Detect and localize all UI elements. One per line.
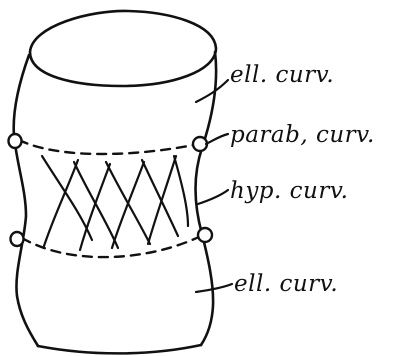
leader-top [194, 78, 230, 104]
label-hyperbolic: hyp. curv. [230, 178, 348, 204]
lower-parabolic-curve [20, 232, 207, 259]
left-silhouette [12, 53, 40, 348]
left-lower-boundary-dot [9, 230, 25, 248]
bottom-rim [36, 343, 203, 355]
label-bottom-elliptic: ell. curv. [234, 271, 338, 297]
hyperbolic-lattice [40, 154, 190, 252]
upper-parabolic-curve [17, 138, 201, 156]
top-opening-ellipse [28, 9, 218, 88]
leader-bottom [194, 282, 234, 294]
label-parabolic: parab, curv. [230, 122, 375, 148]
label-top-elliptic: ell. curv. [230, 62, 334, 88]
leader-upper-ring [204, 132, 230, 146]
right-lower-boundary-dot [196, 226, 214, 244]
leader-middle [196, 188, 230, 206]
left-upper-boundary-dot [7, 132, 23, 150]
